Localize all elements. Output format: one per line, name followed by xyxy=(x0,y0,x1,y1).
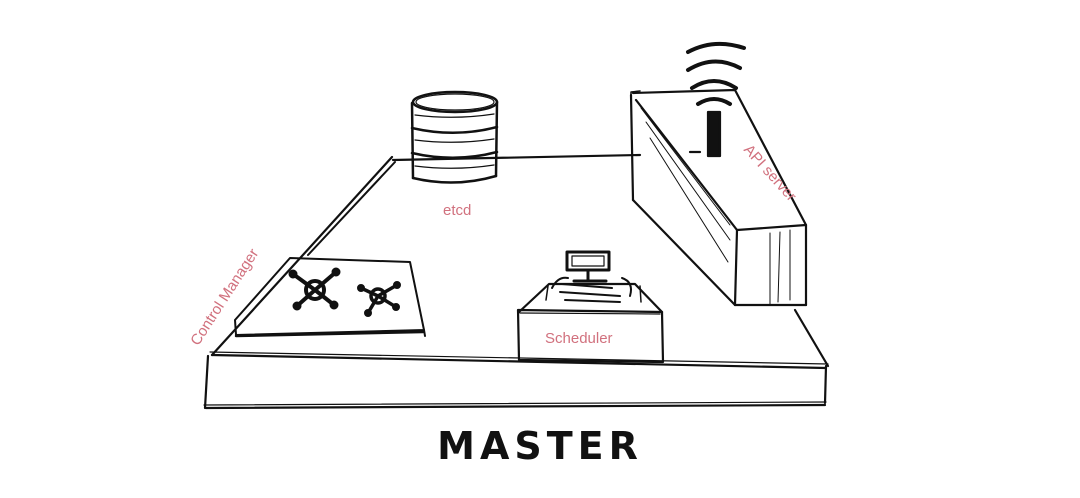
scheduler-module xyxy=(516,250,665,364)
etcd-label: etcd xyxy=(443,202,472,219)
scheduler-label: Scheduler xyxy=(545,330,613,347)
wifi-antenna-icon xyxy=(686,41,746,158)
control-manager-module xyxy=(234,257,426,338)
platform xyxy=(203,150,830,410)
api-server-module xyxy=(629,41,808,307)
master-title: MASTER xyxy=(437,424,643,468)
monitor-icon xyxy=(551,250,632,303)
database-cylinder-icon xyxy=(410,90,499,184)
network-nodes-icon xyxy=(288,267,401,317)
